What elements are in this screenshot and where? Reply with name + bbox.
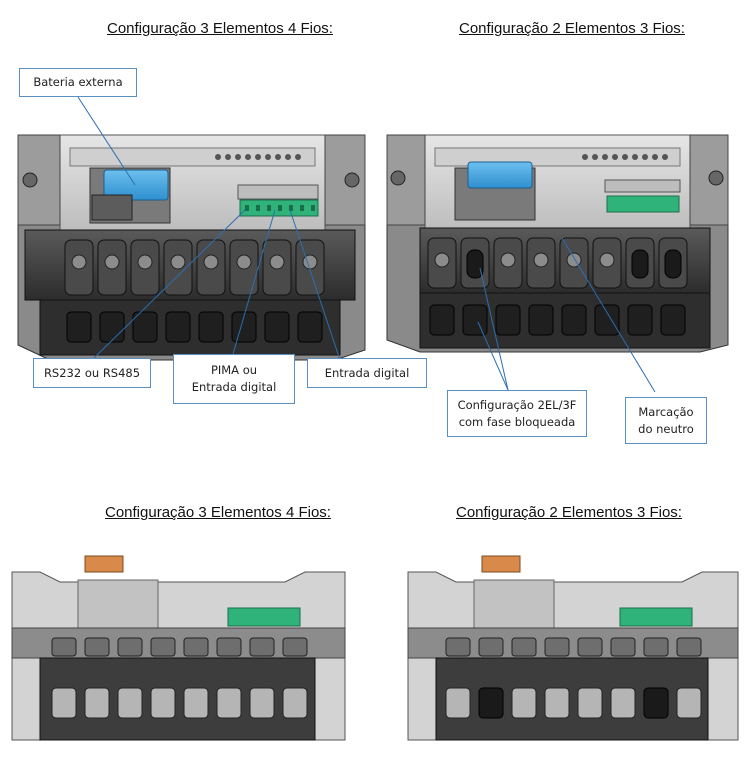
title-bottom-right: Configuração 2 Elementos 3 Fios: (456, 504, 682, 521)
meter-top-right (386, 134, 729, 353)
callout-bateria-externa: Bateria externa (19, 68, 137, 97)
title-top-right: Configuração 2 Elementos 3 Fios: (459, 20, 685, 37)
callout-marcacao-neutro: Marcação do neutro (625, 397, 707, 444)
callout-entrada-digital: Entrada digital (307, 358, 427, 388)
meter-bottom-left (11, 555, 346, 741)
callout-rs232-rs485: RS232 ou RS485 (33, 358, 151, 388)
title-top-left: Configuração 3 Elementos 4 Fios: (107, 20, 333, 37)
meter-bottom-right (407, 555, 739, 741)
leader-lines (77, 96, 656, 393)
callout-pima-entrada-digital: PIMA ou Entrada digital (173, 354, 295, 404)
meter-top-left (17, 134, 366, 361)
title-bottom-left: Configuração 3 Elementos 4 Fios: (105, 504, 331, 521)
callout-configuracao-2el-3f: Configuração 2EL/3F com fase bloqueada (447, 390, 587, 437)
